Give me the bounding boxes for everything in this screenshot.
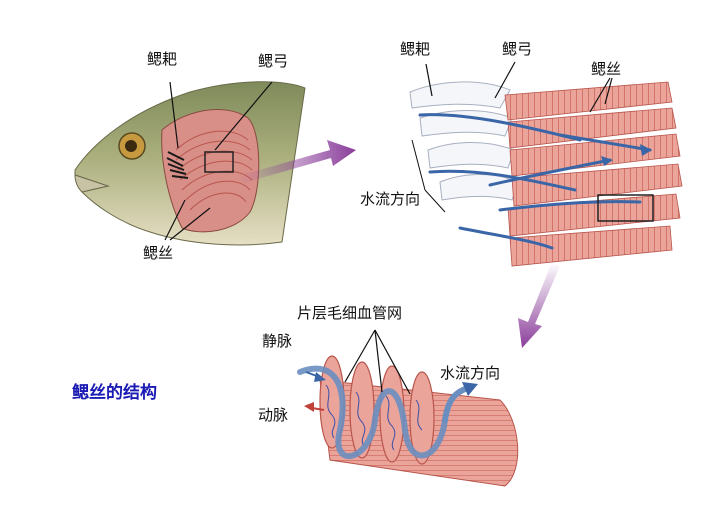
label-vein: 静脉 xyxy=(262,330,292,351)
zoom-arrow-down xyxy=(518,262,560,348)
label-water-flow-filament: 水流方向 xyxy=(440,362,500,383)
label-gill-rakers-fish: 鳃耙 xyxy=(147,48,177,69)
diagram-title: 鳃丝的结构 xyxy=(72,378,157,403)
fish-head xyxy=(75,82,305,245)
gill-arch-detail xyxy=(410,62,682,266)
label-gill-arch-detail: 鳃弓 xyxy=(502,38,532,59)
filament-detail xyxy=(300,330,518,486)
label-artery: 动脉 xyxy=(258,404,288,425)
label-capillary-network: 片层毛细血管网 xyxy=(297,302,402,323)
label-gill-rakers-detail: 鳃耙 xyxy=(400,38,430,59)
label-gill-filaments-fish: 鳃丝 xyxy=(143,242,173,263)
label-gill-filaments-detail: 鳃丝 xyxy=(591,58,621,79)
label-water-flow-detail: 水流方向 xyxy=(360,188,420,209)
label-gill-arch-fish: 鳃弓 xyxy=(258,50,288,71)
